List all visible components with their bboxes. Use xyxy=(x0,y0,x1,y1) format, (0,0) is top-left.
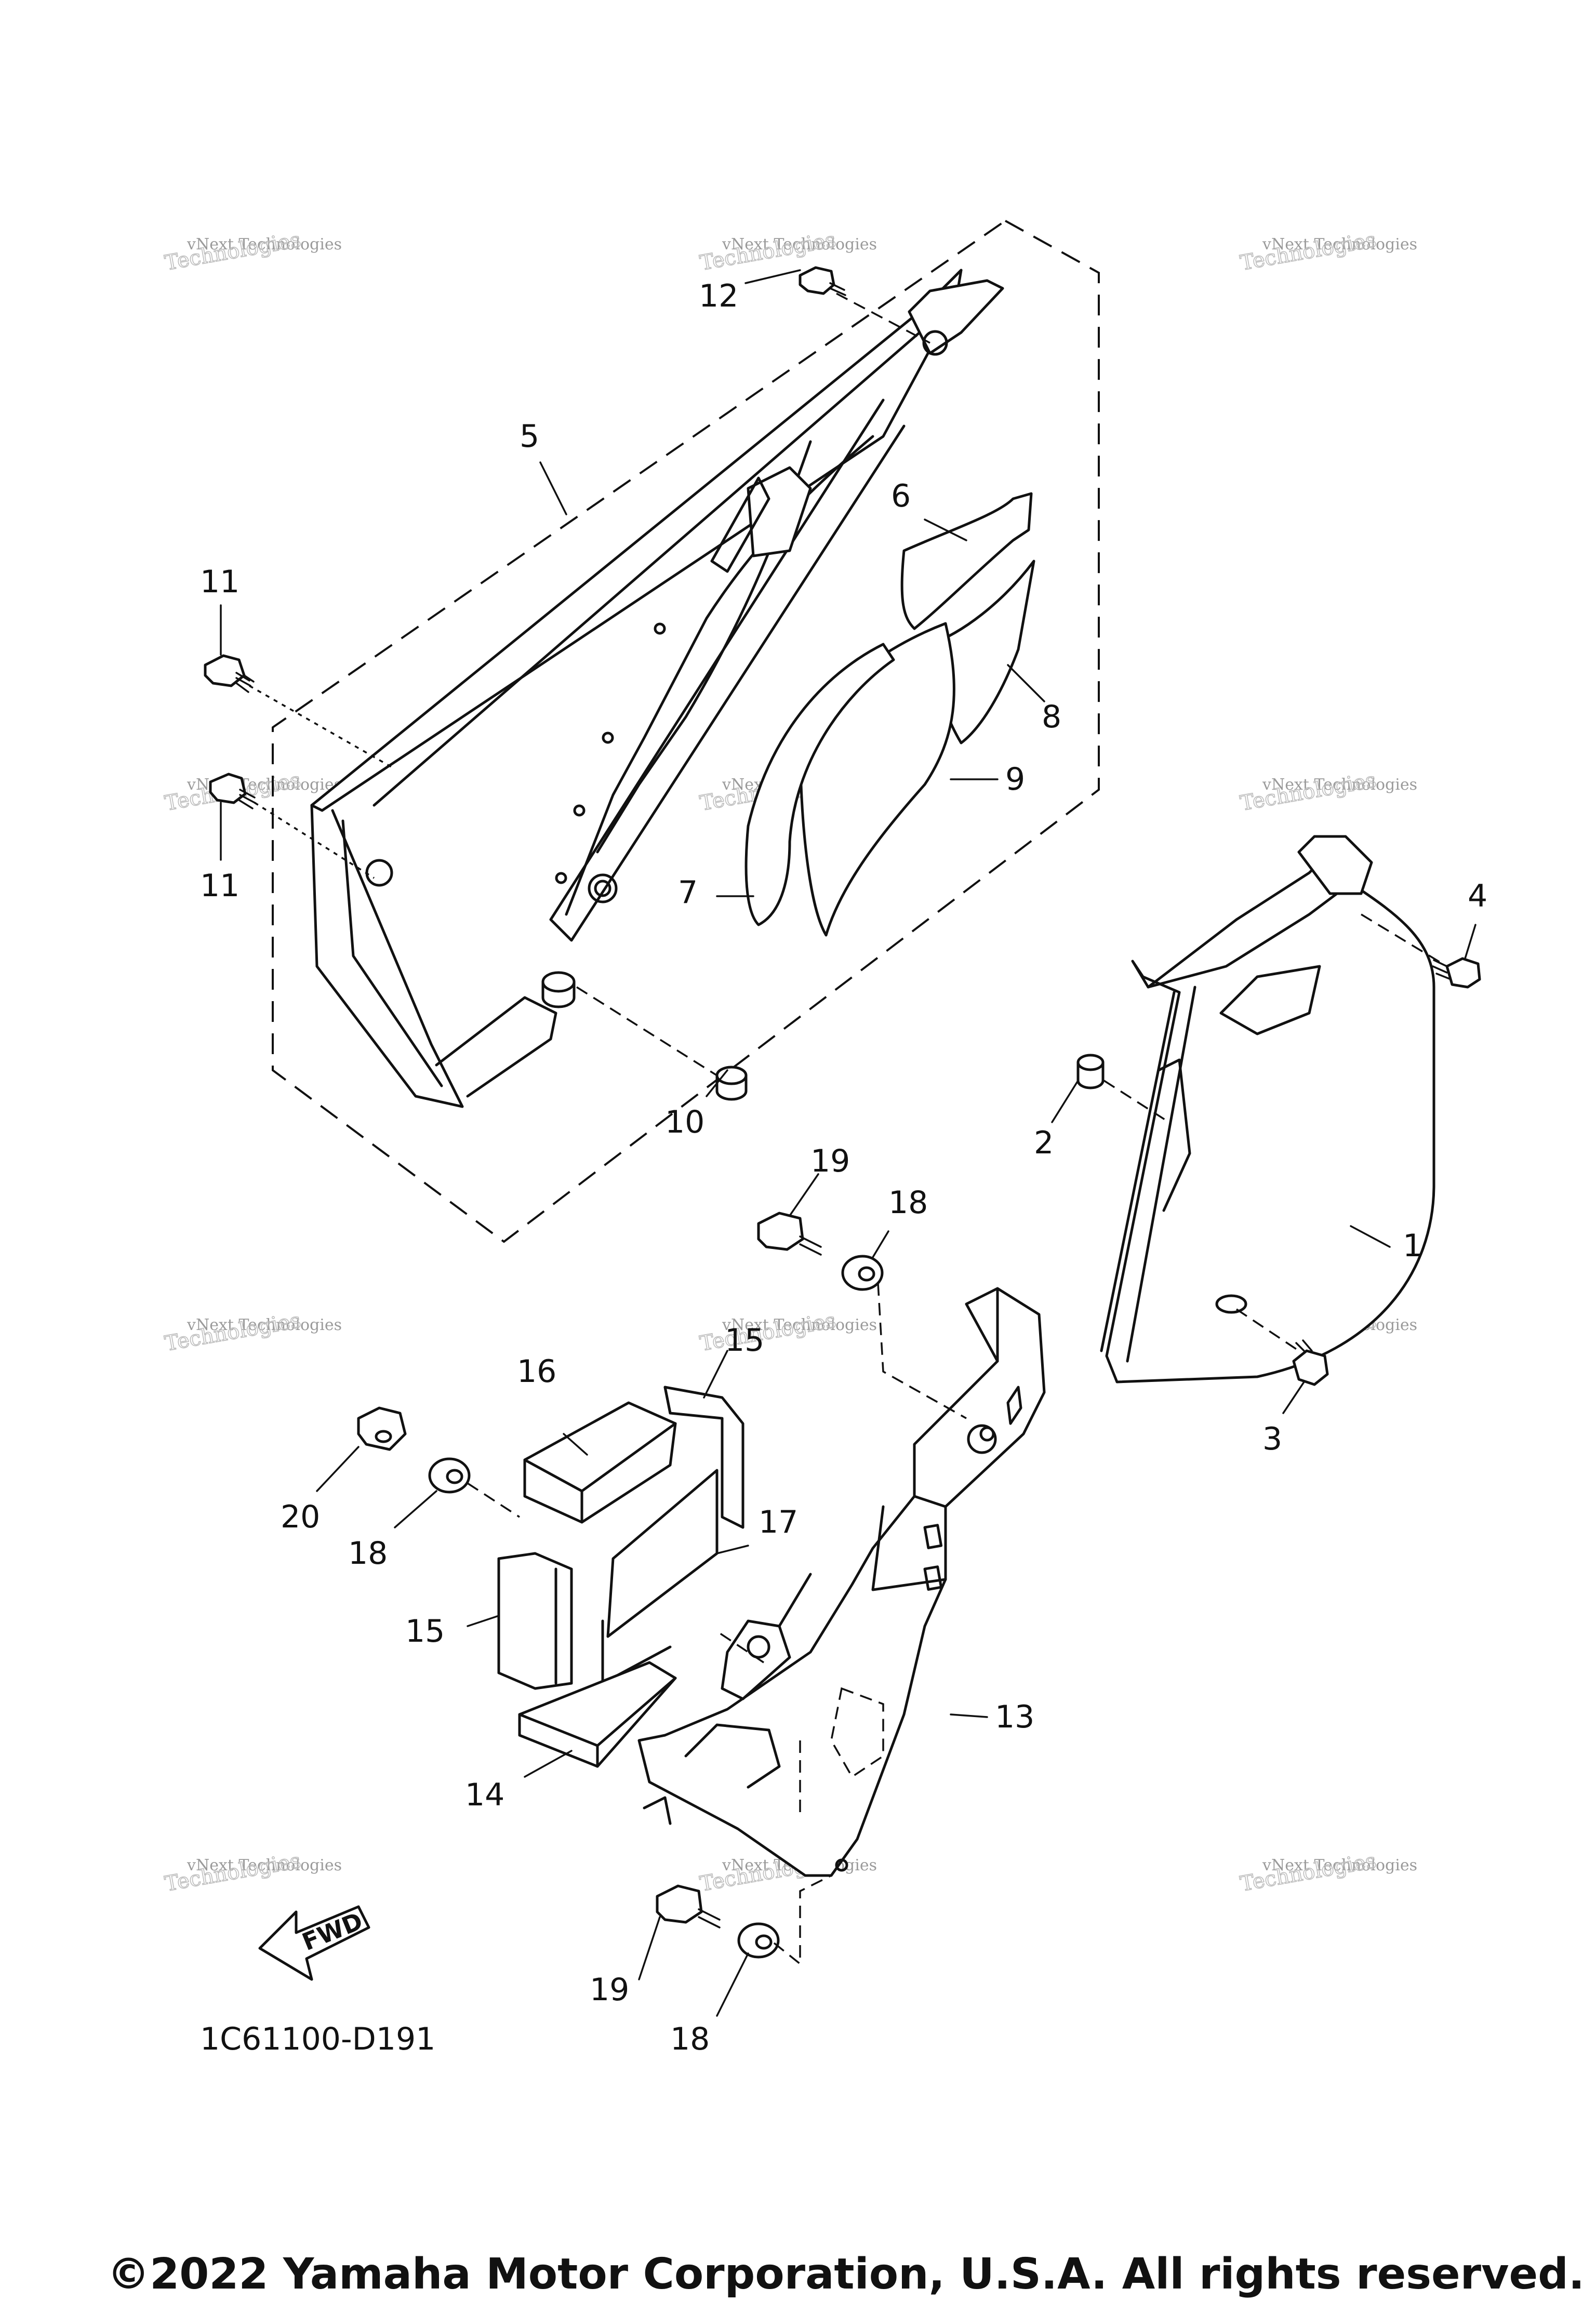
part-15-pad-upper xyxy=(663,1386,744,1529)
part-1-side-cover-right xyxy=(1100,835,1435,1384)
watermark: vNext Technologies Technologies xyxy=(163,228,342,276)
callouts: 1 2 3 4 5 6 7 8 9 10 11 11 12 13 14 15 1… xyxy=(200,278,1487,2057)
watermark-line1: vNext Technologies xyxy=(1262,235,1417,254)
callout-2: 2 xyxy=(1034,1125,1054,1161)
callout-11-upper: 11 xyxy=(200,564,240,600)
part-18-washer-middle xyxy=(428,1457,471,1494)
part-6-emblem xyxy=(900,492,1033,630)
part-12-bolt xyxy=(799,266,846,296)
part-10-collar xyxy=(715,1066,748,1101)
callout-10: 10 xyxy=(665,1104,704,1140)
callout-19-upper: 19 xyxy=(810,1143,850,1179)
callout-18-lower: 18 xyxy=(670,2021,710,2057)
fwd-label: FWD xyxy=(298,1907,367,1956)
callout-18-upper: 18 xyxy=(888,1185,928,1221)
part-15-pad-lower xyxy=(497,1552,573,1690)
leader-dashed xyxy=(576,292,930,1076)
watermark: vNext Technologies Technologies xyxy=(1238,228,1417,276)
assembly-boundary xyxy=(272,219,1100,1243)
part-20-nut xyxy=(357,1406,407,1451)
drawing-code: 1C61100-D191 xyxy=(200,2021,435,2057)
part-11-bolt-upper xyxy=(204,654,255,693)
watermark-line1: vNext Technologies xyxy=(722,1316,877,1334)
callout-5: 5 xyxy=(520,418,539,455)
callout-12: 12 xyxy=(699,278,738,314)
callout-7: 7 xyxy=(678,874,698,911)
part-18-washer-upper xyxy=(841,1255,884,1291)
callout-15-lower: 15 xyxy=(405,1613,445,1650)
callout-17: 17 xyxy=(759,1504,798,1540)
part-3-bolt xyxy=(1292,1339,1329,1386)
callout-6: 6 xyxy=(891,478,911,514)
watermark-line1: vNext Technologies xyxy=(187,235,342,254)
watermark-line1: vNext Technologies xyxy=(722,235,877,254)
fwd-arrow-icon: FWD xyxy=(258,1905,370,1981)
copyright-notice: ©2022 Yamaha Motor Corporation, U.S.A. A… xyxy=(107,2250,1585,2299)
part-13-lower-cover xyxy=(637,1287,1046,1877)
callout-18-middle: 18 xyxy=(348,1535,388,1572)
callout-19-lower: 19 xyxy=(590,1972,629,2008)
callout-4: 4 xyxy=(1468,878,1487,914)
watermark: vNext Technologies Technologies xyxy=(698,228,877,276)
part-5-side-cover-frame xyxy=(310,269,1004,1108)
watermark: vNext Technologies Technologies xyxy=(163,1848,342,1897)
callout-16: 16 xyxy=(517,1353,556,1390)
part-19-bolt-lower xyxy=(656,1884,721,1929)
callout-leaders xyxy=(220,269,1477,2017)
part-2-collar xyxy=(1076,1054,1105,1089)
watermark: vNext Technologies Technologies xyxy=(1238,768,1417,816)
callout-20: 20 xyxy=(281,1499,320,1535)
callout-1: 1 xyxy=(1403,1228,1422,1264)
leader-dashed xyxy=(1103,913,1447,1352)
callout-11-lower: 11 xyxy=(200,868,240,904)
watermark: vNext Technologies Technologies xyxy=(163,1308,342,1357)
part-4-bolt xyxy=(1432,957,1481,989)
watermark-line1: vNext Technologies xyxy=(1262,1856,1417,1874)
watermark-line1: vNext Technologies xyxy=(187,1856,342,1874)
callout-15-upper: 15 xyxy=(725,1322,764,1359)
callout-14: 14 xyxy=(465,1777,504,1813)
callout-3: 3 xyxy=(1262,1421,1282,1457)
part-16-pad xyxy=(523,1401,677,1524)
callout-13: 13 xyxy=(995,1699,1034,1735)
callout-9: 9 xyxy=(1005,761,1025,797)
part-14-pad xyxy=(518,1661,677,1768)
part-7-decal xyxy=(744,643,895,926)
part-17-plate xyxy=(601,1469,719,1685)
callout-8: 8 xyxy=(1042,699,1061,735)
watermark-line1: vNext Technologies xyxy=(187,1316,342,1334)
leader-dashed xyxy=(467,1283,967,1966)
part-11-bolt-lower xyxy=(209,773,257,809)
part-18-washer-lower xyxy=(737,1922,780,1959)
watermark: vNext Technologies Technologies xyxy=(1238,1848,1417,1897)
part-19-bolt-upper xyxy=(757,1212,822,1256)
watermark-line1: vNext Technologies xyxy=(1262,776,1417,794)
